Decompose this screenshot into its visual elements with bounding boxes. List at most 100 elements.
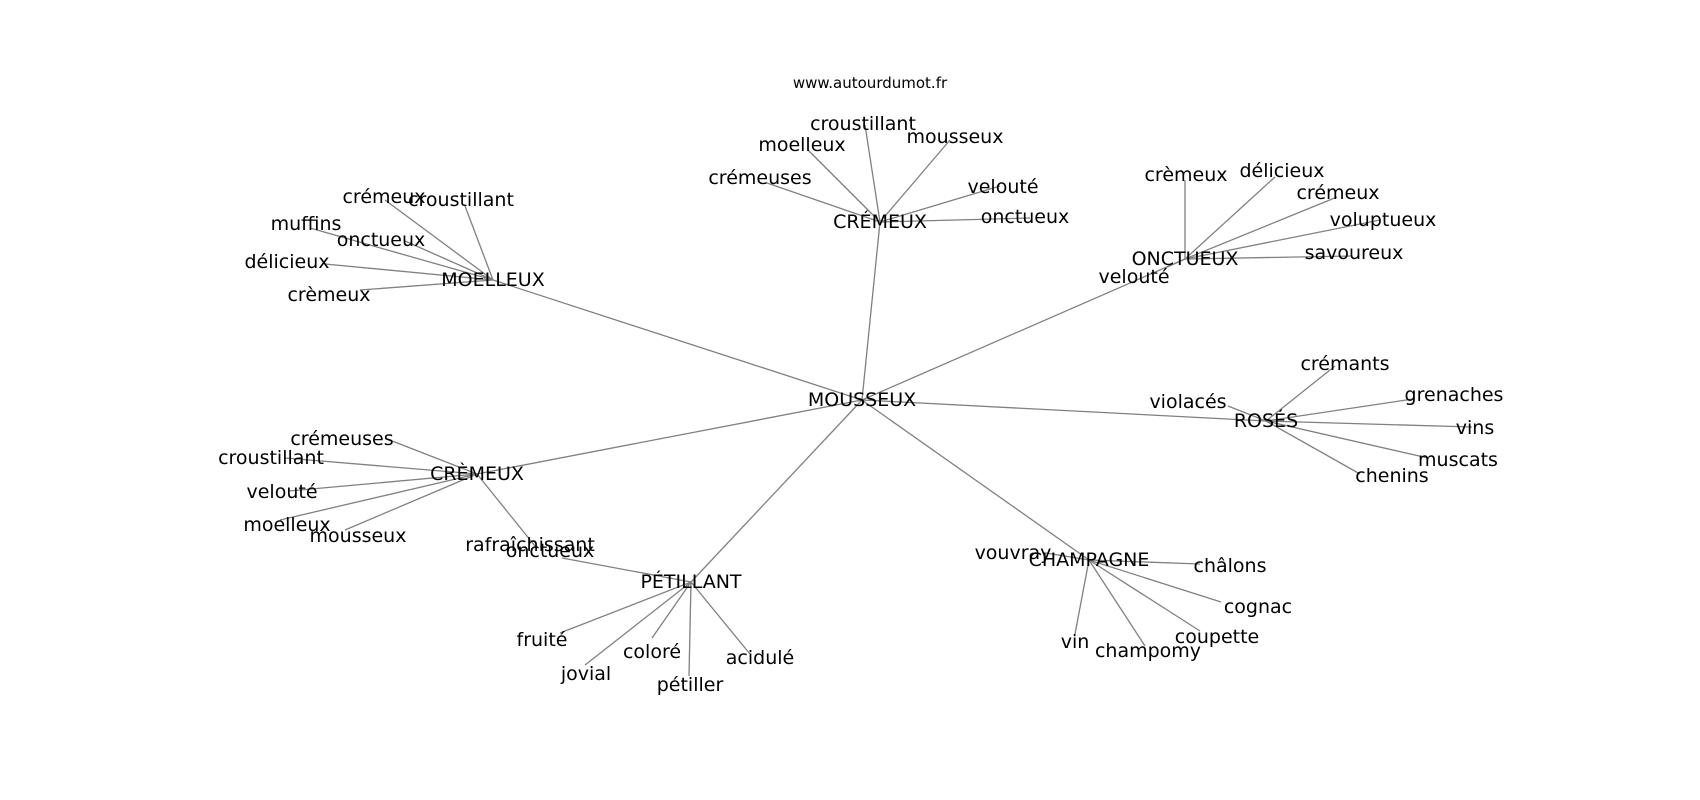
edge-champagne-leaf: [1088, 559, 1146, 647]
leaf-node-label: croustillant: [218, 447, 324, 469]
leaf-node-label: champomy: [1095, 640, 1201, 662]
edge-roses-leaf: [1265, 398, 1414, 422]
edge-champagne-leaf: [1045, 552, 1090, 561]
edge-petillant-leaf: [690, 581, 751, 655]
edge-cremeux-leaf: [766, 182, 881, 223]
edge-champagne-leaf: [1088, 559, 1201, 632]
leaf-node-label: acidulé: [726, 647, 794, 669]
leaf-node-label: délicieux: [244, 251, 329, 273]
edge-center-petillant: [690, 399, 863, 583]
leaf-node-label: crémeuses: [290, 428, 393, 450]
leaf-node-label: velouté: [246, 481, 317, 503]
edge-center-cremeux-2: [476, 399, 863, 475]
leaf-node-label: violacés: [1149, 391, 1226, 413]
edge-moelleux-leaf: [404, 240, 494, 281]
leaf-node-label: cognac: [1224, 596, 1292, 618]
edge-petillant-leaf: [561, 557, 692, 583]
leaf-node-label: velouté: [967, 176, 1038, 198]
edge-cremeux-leaf: [879, 217, 1031, 223]
edge-onctueux-leaf: [1184, 196, 1338, 260]
leaf-node-label: onctueux: [506, 540, 595, 562]
edge-onctueux-leaf: [1184, 219, 1381, 260]
edge-moelleux-leaf: [384, 199, 494, 281]
edge-champagne-leaf: [1088, 559, 1222, 603]
leaf-node-label: chenins: [1355, 465, 1428, 487]
cluster-node-moelleux: MOELLEUX: [441, 269, 544, 291]
edge-cremeux-leaf: [879, 139, 951, 223]
edge-roses-leaf: [1265, 365, 1336, 422]
leaf-node-label: coloré: [623, 641, 681, 663]
edge-center-champagne: [861, 399, 1090, 561]
leaf-node-label: mousseux: [310, 525, 407, 547]
edges-layer: [279, 124, 1473, 677]
edge-moelleux-leaf: [464, 205, 494, 281]
edge-center-cremeux: [861, 221, 881, 401]
edge-cremeux-2-leaf: [344, 473, 478, 531]
cluster-node-petillant: PÉTILLANT: [640, 570, 741, 593]
edge-cremeux-leaf: [807, 149, 881, 223]
leaf-node-label: rafraîchissant: [465, 534, 595, 556]
leaf-node-label: crèmeux: [287, 284, 370, 306]
cluster-node-onctueux: ONCTUEUX: [1132, 248, 1239, 270]
edge-cremeux-2-leaf: [279, 473, 478, 521]
leaf-node-label: grenaches: [1405, 384, 1504, 406]
edge-roses-leaf: [1227, 405, 1267, 422]
leaf-node-label: muffins: [271, 213, 342, 235]
edge-champagne-leaf: [1088, 559, 1201, 565]
edge-moelleux-leaf: [359, 279, 494, 291]
leaf-node-label: savoureux: [1305, 242, 1404, 264]
edge-onctueux-leaf: [1164, 258, 1186, 269]
cluster-node-cremeux-2: CRÈMEUX: [430, 462, 524, 485]
cluster-node-roses: ROSÉS: [1234, 409, 1298, 432]
leaf-node-label: jovial: [560, 663, 611, 685]
edge-onctueux-leaf: [1184, 176, 1276, 260]
leaf-node-label: voluptueux: [1330, 209, 1437, 231]
leaf-node-label: moelleux: [243, 514, 330, 536]
edge-petillant-leaf: [584, 581, 692, 666]
leaf-node-label: crémeuses: [708, 167, 811, 189]
leaf-node-label: vins: [1456, 417, 1494, 439]
leaf-node-label: velouté: [1098, 266, 1169, 288]
edge-moelleux-leaf: [309, 227, 494, 281]
edge-center-moelleux: [492, 279, 863, 401]
edge-moelleux-leaf: [324, 263, 494, 281]
cluster-node-champagne: CHAMPAGNE: [1029, 549, 1150, 571]
edge-petillant-leaf: [559, 581, 692, 634]
edge-roses-leaf: [1265, 420, 1361, 475]
cluster-node-cremeux: CRÉMEUX: [833, 210, 927, 233]
leaf-node-label: onctueux: [337, 229, 426, 251]
leaf-node-label: coupette: [1175, 626, 1259, 648]
leaf-node-label: muscats: [1418, 449, 1498, 471]
edge-center-onctueux: [861, 258, 1186, 401]
leaf-node-label: moelleux: [758, 134, 845, 156]
leaf-node-label: crémants: [1300, 353, 1389, 375]
edge-roses-leaf: [1265, 420, 1473, 428]
leaf-node-label: onctueux: [981, 206, 1070, 228]
edge-cremeux-2-leaf: [386, 438, 478, 475]
leaf-node-label: crèmeux: [1144, 164, 1227, 186]
leaf-node-label: vouvray: [975, 542, 1052, 564]
leaf-node-label: croustillant: [810, 113, 916, 135]
edge-onctueux-leaf: [1184, 255, 1353, 260]
leaf-node-label: crémeux: [342, 186, 425, 208]
leaf-node-label: croustillant: [408, 189, 514, 211]
edge-cremeux-leaf: [879, 185, 1001, 223]
leaf-node-label: délicieux: [1239, 160, 1324, 182]
edge-cremeux-2-leaf: [288, 473, 478, 492]
edge-cremeux-leaf: [864, 124, 881, 223]
leaf-node-label: vin: [1061, 631, 1090, 653]
leaf-node-label: fruité: [517, 629, 568, 651]
edge-petillant-leaf: [688, 581, 692, 677]
edge-cremeux-2-leaf: [284, 457, 478, 475]
edge-champagne-leaf: [1074, 559, 1090, 635]
leaf-node-label: châlons: [1194, 555, 1267, 577]
edge-roses-leaf: [1265, 420, 1429, 459]
edge-petillant-leaf: [651, 581, 692, 639]
leaf-node-label: pétiller: [657, 674, 724, 696]
watermark: www.autourdumot.fr: [793, 74, 948, 92]
center-node-label: MOUSSEUX: [808, 389, 916, 411]
leaf-node-label: mousseux: [907, 126, 1004, 148]
edge-center-roses: [861, 399, 1267, 422]
